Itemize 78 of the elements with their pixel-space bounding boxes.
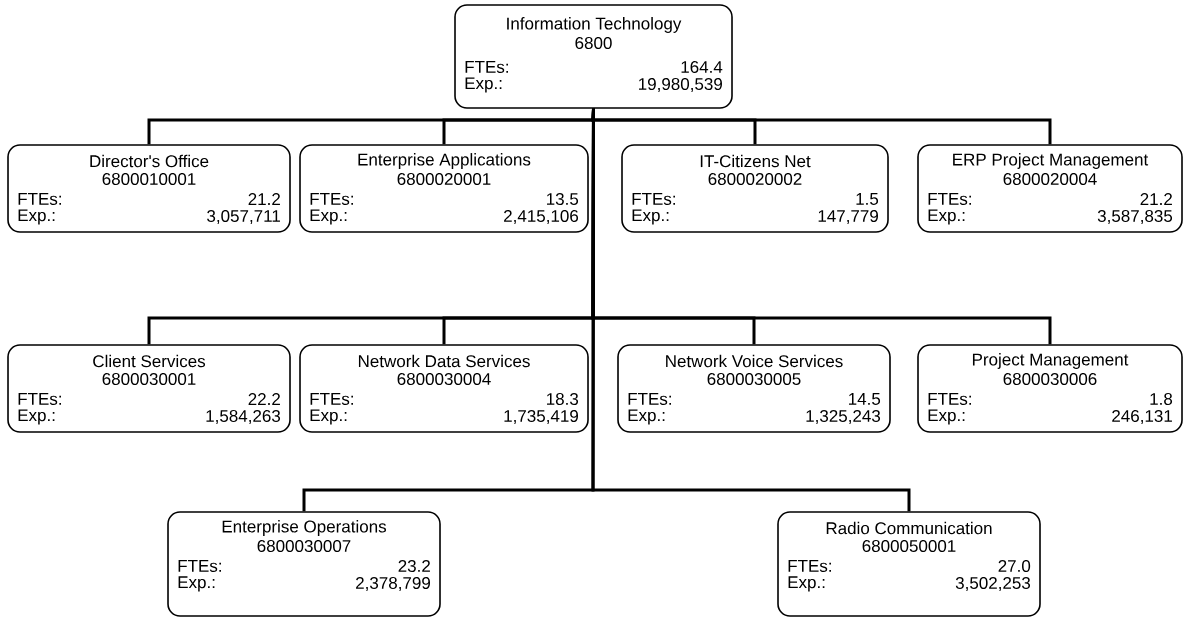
unit-code: 6800030007 — [257, 539, 351, 552]
org-box — [7, 144, 291, 233]
org-box — [917, 144, 1183, 233]
field-label: Exp.: — [928, 209, 965, 225]
unit-name: Director's Office — [90, 154, 209, 168]
field-label: FTEs: — [465, 61, 508, 73]
unit-code: 6800010001 — [102, 172, 196, 185]
field-label: Exp.: — [18, 409, 55, 425]
org-box — [777, 511, 1041, 617]
field-value: 21.2 — [1140, 193, 1172, 205]
field-label: FTEs: — [18, 393, 61, 405]
field-label: FTEs: — [310, 393, 353, 405]
field-value: 1,735,419 — [504, 409, 578, 424]
field-value: 18.3 — [547, 392, 579, 405]
unit-code: 6800030006 — [1003, 372, 1097, 385]
unit-name: Project Management — [972, 353, 1129, 369]
field-value: 21.2 — [248, 193, 280, 205]
field-label: Exp.: — [928, 409, 965, 425]
field-value: 2,378,799 — [356, 576, 430, 591]
unit-code: 6800030005 — [707, 372, 801, 385]
unit-name: Information Technology — [507, 17, 682, 33]
field-value: 1.8 — [1150, 392, 1173, 405]
field-value: 3,057,711 — [207, 209, 280, 224]
field-label: FTEs: — [18, 193, 61, 205]
field-label: Exp.: — [310, 209, 347, 225]
unit-code: 6800020001 — [397, 172, 491, 185]
org-box — [621, 144, 889, 233]
field-value: 3,587,835 — [1097, 209, 1173, 224]
unit-code: 6800030004 — [397, 372, 491, 385]
unit-name: IT-Citizens Net — [700, 154, 811, 168]
field-label: FTEs: — [928, 393, 971, 405]
org-box — [617, 344, 891, 433]
field-value: 246,131 — [1112, 409, 1172, 424]
field-label: FTEs: — [628, 393, 671, 405]
field-label: Exp.: — [788, 576, 825, 592]
unit-code: 6800050001 — [862, 539, 956, 552]
unit-name: Radio Communication — [826, 521, 992, 535]
org-box — [7, 344, 291, 433]
field-label: FTEs: — [788, 560, 831, 572]
org-box — [917, 344, 1183, 433]
org-box — [299, 344, 589, 433]
field-label: Exp.: — [628, 409, 665, 425]
unit-code: 6800020002 — [708, 172, 802, 185]
unit-name: Enterprise Applications — [358, 153, 531, 169]
field-label: FTEs: — [632, 193, 675, 205]
connector — [591, 108, 911, 512]
field-value: 1,325,243 — [806, 409, 881, 424]
field-value: 23.2 — [398, 559, 430, 572]
field-value: 19,980,539 — [639, 77, 722, 92]
field-label: FTEs: — [178, 560, 221, 572]
unit-name: Enterprise Operations — [222, 520, 387, 536]
org-box — [454, 4, 733, 109]
field-value: 22.2 — [248, 393, 280, 405]
unit-name: Client Services — [93, 354, 206, 368]
field-value: 27.0 — [998, 559, 1031, 572]
field-value: 147,779 — [818, 209, 878, 224]
unit-code: 6800030001 — [102, 372, 196, 385]
unit-code: 6800020004 — [1003, 172, 1097, 185]
field-value: 14.5 — [849, 393, 881, 405]
field-value: 13.5 — [547, 192, 579, 205]
field-label: Exp.: — [18, 209, 55, 225]
unit-name: ERP Project Management — [953, 153, 1149, 169]
field-value: 2,415,106 — [504, 209, 579, 224]
field-value: 1.5 — [856, 193, 879, 205]
field-label: Exp.: — [465, 77, 502, 93]
unit-name: Network Data Services — [358, 354, 530, 368]
field-value: 164.4 — [681, 60, 723, 73]
unit-name: Network Voice Services — [666, 354, 843, 368]
org-box — [299, 144, 589, 233]
field-label: Exp.: — [632, 209, 669, 225]
field-label: FTEs: — [928, 193, 971, 205]
unit-code: 6800 — [575, 36, 612, 49]
field-value: 3,502,253 — [955, 576, 1031, 591]
field-label: Exp.: — [178, 576, 215, 592]
field-label: FTEs: — [310, 193, 353, 205]
field-label: Exp.: — [310, 409, 347, 425]
org-box — [167, 511, 441, 617]
field-value: 1,584,263 — [206, 409, 281, 424]
